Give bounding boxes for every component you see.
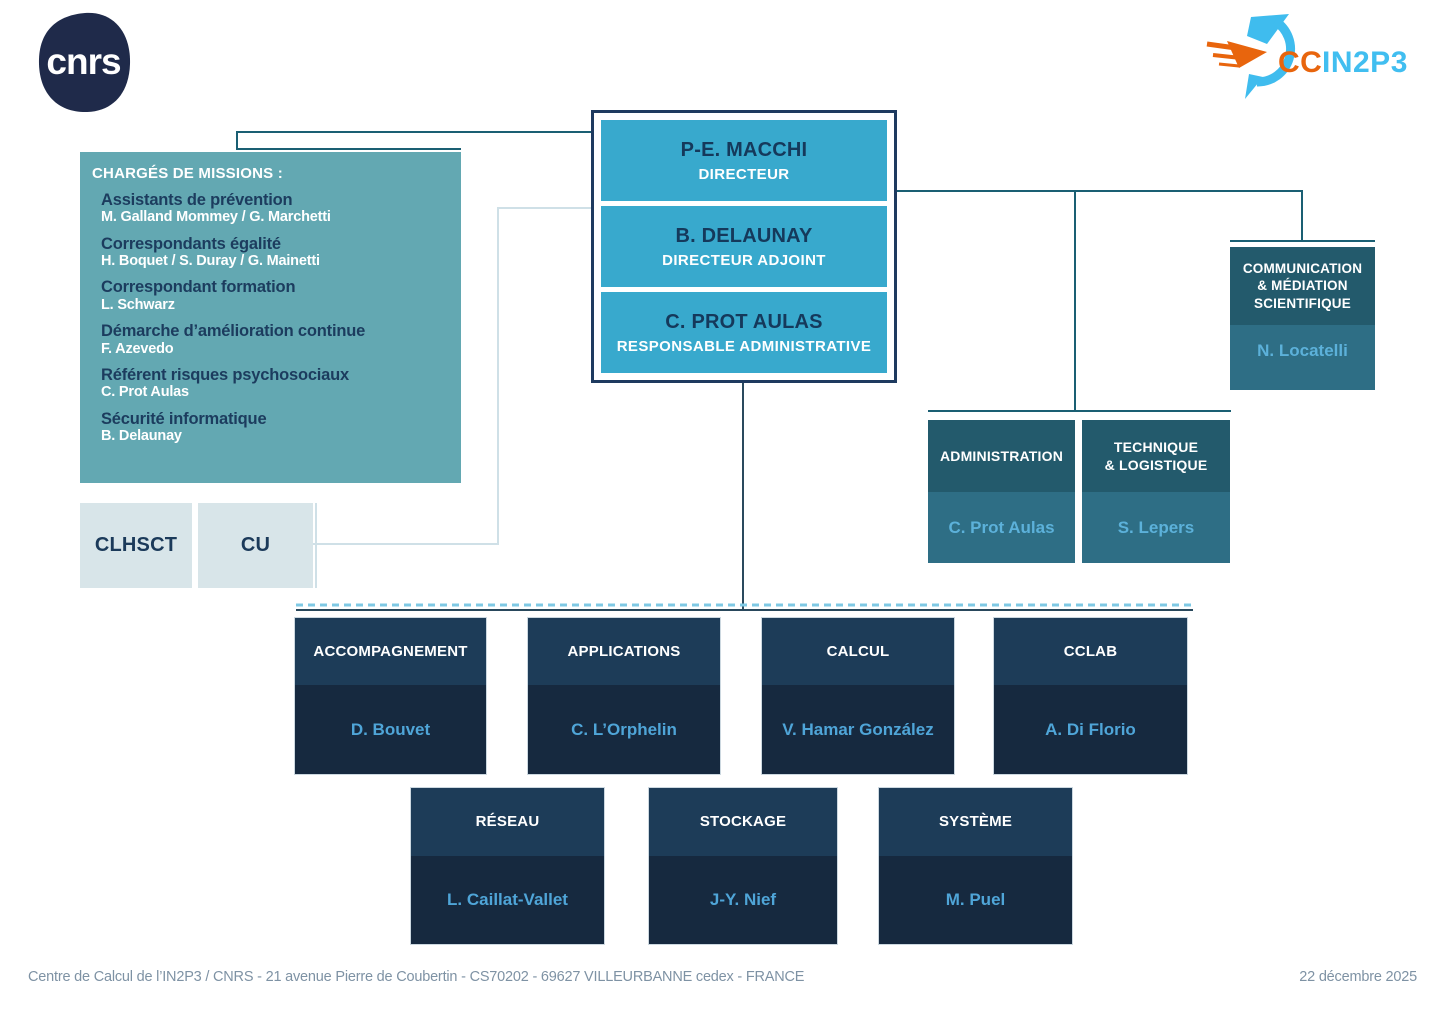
- administration-title: ADMINISTRATION: [928, 420, 1075, 492]
- communication-lead: N. Locatelli: [1230, 325, 1375, 390]
- team-box-calcul: CALCUL V. Hamar González: [761, 617, 955, 775]
- team-box-applications: APPLICATIONS C. L’Orphelin: [527, 617, 721, 775]
- team-title: CALCUL: [762, 618, 954, 685]
- technique-title-line: & LOGISTIQUE: [1104, 457, 1208, 473]
- communication-title-line: SCIENTIFIQUE: [1254, 295, 1351, 311]
- mission-names: L. Schwarz: [101, 296, 175, 313]
- admin-manager-name: C. PROT AULAS: [665, 310, 823, 333]
- mission-role: Assistants de prévention: [101, 191, 293, 209]
- director-name: P-E. MACCHI: [680, 138, 808, 161]
- team-box-reseau: RÉSEAU L. Caillat-Vallet: [410, 787, 605, 945]
- logo-streak-3: [1218, 62, 1240, 68]
- footer-date: 22 décembre 2025: [1299, 969, 1417, 985]
- logo-arrow: [1227, 41, 1267, 68]
- committee-clhsct: CLHSCT: [80, 503, 192, 588]
- mission-role: Référent risques psychosociaux: [101, 365, 350, 384]
- team-lead: C. L’Orphelin: [528, 685, 720, 774]
- ccin2p3-logo-graphic: CC IN2P3: [1206, 14, 1408, 99]
- mission-names: H. Boquet / S. Duray / G. Mainetti: [101, 253, 320, 270]
- mission-item: Correspondant formation L. Schwarz: [101, 278, 447, 313]
- mission-item: Sécurité informatique B. Delaunay: [101, 410, 447, 445]
- deputy-director-name: B. DELAUNAY: [675, 224, 813, 247]
- admin-manager-title: RESPONSABLE ADMINISTRATIVE: [616, 337, 872, 355]
- mission-item: Démarche d’amélioration continue F. Azev…: [101, 322, 447, 357]
- team-title: SYSTÈME: [879, 788, 1072, 856]
- communication-title-line: COMMUNICATION: [1242, 260, 1363, 276]
- footer-address: Centre de Calcul de l’IN2P3 / CNRS - 21 …: [28, 969, 805, 985]
- technique-logistique-lead: S. Lepers: [1082, 492, 1230, 563]
- cnrs-logo: cnrs: [35, 12, 132, 113]
- team-box-accompagnement: ACCOMPAGNEMENT D. Bouvet: [294, 617, 487, 775]
- direction-box: P-E. MACCHI DIRECTEUR B. DELAUNAY DIRECT…: [591, 110, 897, 383]
- cnrs-logo-blob: [38, 12, 131, 113]
- mission-role: Correspondants égalité: [101, 234, 281, 253]
- communication-title: COMMUNICATION & MÉDIATION SCIENTIFIQUE: [1230, 247, 1375, 325]
- missions-title: CHARGÉS DE MISSIONS :: [92, 165, 283, 182]
- mission-names: F. Azevedo: [101, 340, 174, 357]
- team-lead: A. Di Florio: [994, 685, 1187, 774]
- director-title: DIRECTEUR: [698, 165, 790, 183]
- logo-arc: [1256, 17, 1296, 87]
- administration-lead: C. Prot Aulas: [928, 492, 1075, 563]
- deputy-director-card: B. DELAUNAY DIRECTEUR ADJOINT: [601, 206, 887, 287]
- team-lead: J-Y. Nief: [649, 856, 837, 944]
- team-title: APPLICATIONS: [528, 618, 720, 685]
- ccin2p3-logo: CC IN2P3: [1205, 14, 1430, 104]
- team-box-stockage: STOCKAGE J-Y. Nief: [648, 787, 838, 945]
- cnrs-logo-text: cnrs: [46, 41, 121, 82]
- committee-cu: CU: [198, 503, 313, 588]
- team-box-cclab: CCLAB A. Di Florio: [993, 617, 1188, 775]
- team-title: CCLAB: [994, 618, 1187, 685]
- team-title: STOCKAGE: [649, 788, 837, 856]
- technique-title-line: TECHNIQUE: [1113, 438, 1199, 455]
- team-lead: D. Bouvet: [295, 685, 486, 774]
- communication-title-line: & MÉDIATION: [1257, 278, 1348, 294]
- mission-role: Correspondant formation: [101, 278, 296, 297]
- technique-logistique-box: TECHNIQUE & LOGISTIQUE S. Lepers: [1082, 420, 1230, 563]
- ccin2p3-logo-in2p3: IN2P3: [1322, 46, 1408, 79]
- logo-tail: [1245, 74, 1263, 99]
- mission-names: B. Delaunay: [101, 427, 182, 444]
- director-card: P-E. MACCHI DIRECTEUR: [601, 120, 887, 201]
- mission-role: Sécurité informatique: [101, 409, 267, 428]
- administration-box: ADMINISTRATION C. Prot Aulas: [928, 420, 1075, 563]
- team-lead: M. Puel: [879, 856, 1072, 944]
- mission-item: Correspondants égalité H. Boquet / S. Du…: [101, 235, 447, 270]
- mission-item: Référent risques psychosociaux C. Prot A…: [101, 366, 447, 401]
- mission-item: Assistants de prévention M. Galland Momm…: [101, 191, 447, 226]
- mission-names: C. Prot Aulas: [101, 384, 189, 401]
- admin-manager-card: C. PROT AULAS RESPONSABLE ADMINISTRATIVE: [601, 292, 887, 373]
- team-lead: L. Caillat-Vallet: [411, 856, 604, 944]
- deputy-director-title: DIRECTEUR ADJOINT: [662, 251, 826, 269]
- team-lead: V. Hamar González: [762, 685, 954, 774]
- technique-logistique-title: TECHNIQUE & LOGISTIQUE: [1082, 420, 1230, 492]
- team-title: ACCOMPAGNEMENT: [295, 618, 486, 685]
- missions-box: CHARGÉS DE MISSIONS : Assistants de prév…: [80, 152, 461, 483]
- ccin2p3-logo-cc: CC: [1278, 46, 1322, 79]
- communication-box: COMMUNICATION & MÉDIATION SCIENTIFIQUE N…: [1230, 247, 1375, 390]
- team-title: RÉSEAU: [411, 788, 604, 856]
- mission-names: M. Galland Mommey / G. Marchetti: [101, 209, 331, 226]
- team-box-systeme: SYSTÈME M. Puel: [878, 787, 1073, 945]
- mission-role: Démarche d’amélioration continue: [101, 322, 366, 341]
